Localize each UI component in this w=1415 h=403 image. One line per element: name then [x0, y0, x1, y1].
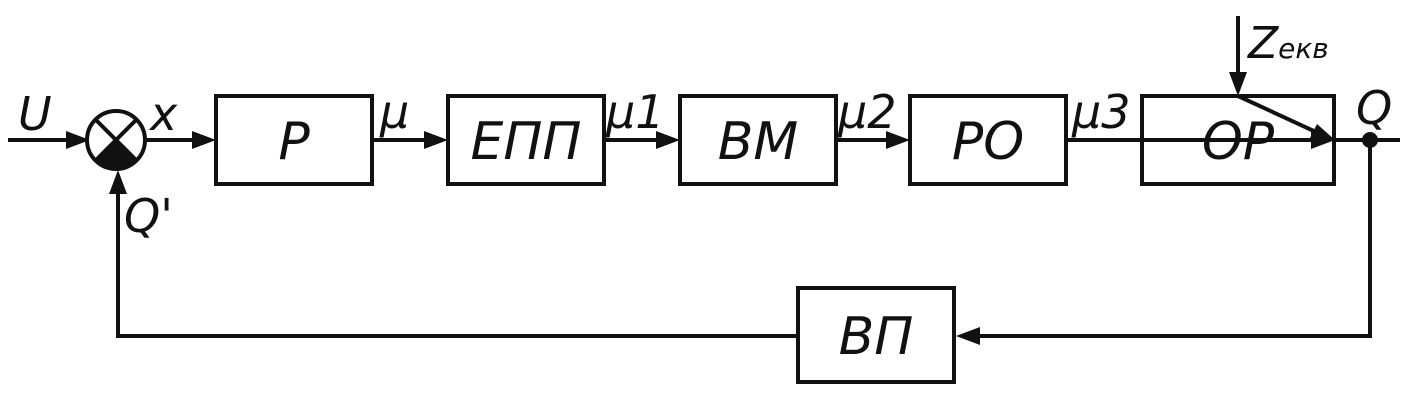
block-vm-label: ВМ	[718, 112, 799, 172]
signal-mu1-label: μ1	[605, 85, 665, 139]
signal-disturbance-main: Z	[1247, 18, 1279, 69]
disturbance-diagonal-line	[1237, 94, 1317, 134]
mu2-arrowhead	[886, 131, 910, 149]
feedback-junction-arrowhead	[109, 170, 127, 194]
summing-junction-negative-sector	[95, 140, 137, 169]
signal-mu2-label: μ2	[837, 85, 897, 139]
summing-junction	[85, 109, 147, 171]
signal-output-label: Q	[1356, 81, 1392, 135]
signal-disturbance-label: Zекв	[1247, 18, 1329, 69]
mu-arrowhead	[424, 131, 448, 149]
block-epp-label: ЕПП	[470, 112, 581, 172]
block-vp-label: ВП	[839, 307, 914, 367]
feedback-line-right	[976, 140, 1372, 338]
block-regulator-label: Р	[278, 112, 310, 172]
mu1-arrowhead	[656, 131, 680, 149]
feedback-arrowhead	[956, 327, 980, 345]
block-or-label: ОР	[1202, 112, 1275, 172]
signal-disturbance-subscript: екв	[1278, 32, 1329, 65]
block-ro-label: РО	[952, 112, 1024, 172]
disturbance-arrowhead	[1229, 72, 1247, 96]
error-arrowhead	[192, 131, 216, 149]
signal-error-label: x	[148, 87, 178, 141]
signal-mu-label: μ	[379, 85, 409, 139]
disturbance-diagonal-arrowhead	[1309, 124, 1335, 140]
signal-feedback-label: Q'	[124, 189, 173, 243]
signal-mu3-label: μ3	[1071, 85, 1131, 139]
feedback-line-left	[116, 192, 798, 338]
signal-input-label: U	[18, 87, 52, 141]
input-arrowhead	[66, 131, 90, 149]
